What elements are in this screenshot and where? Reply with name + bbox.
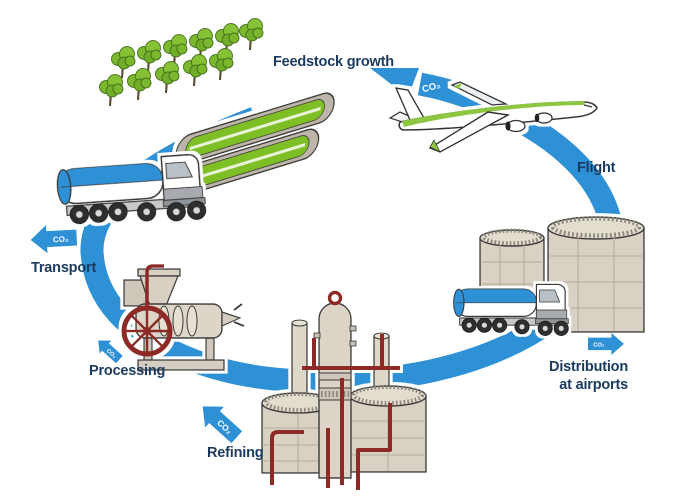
stage-label-flight: Flight [577, 160, 616, 176]
transport-truck-icon [55, 152, 208, 230]
stage-label-transport: Transport [31, 260, 96, 276]
airplane-icon [388, 81, 598, 153]
cycle-ring [80, 72, 625, 393]
stage-label-refining: Refining [207, 445, 263, 461]
oil-press-icon [121, 264, 245, 371]
co2-arrow-processing: CO₂ [98, 340, 123, 364]
trees-icon [98, 17, 265, 108]
stage-label-distribution-line1: Distribution [549, 359, 628, 375]
co2-label-feedstock: CO₂ [421, 80, 442, 96]
co2-arrow-refining: CO₂ [202, 406, 243, 444]
co2-arrow-distribution: CO₂ [588, 333, 624, 355]
co2-arrow-transport: CO₂ [30, 225, 78, 254]
co2-label-distribution: CO₂ [593, 343, 605, 349]
co2-label-transport: CO₂ [53, 234, 69, 244]
distribution-truck-icon [452, 283, 570, 337]
stage-label-feedstock: Feedstock growth [273, 54, 394, 70]
stage-label-distribution-line2: at airports [559, 377, 628, 393]
stage-label-processing: Processing [89, 363, 165, 379]
refinery-icon [261, 290, 427, 490]
